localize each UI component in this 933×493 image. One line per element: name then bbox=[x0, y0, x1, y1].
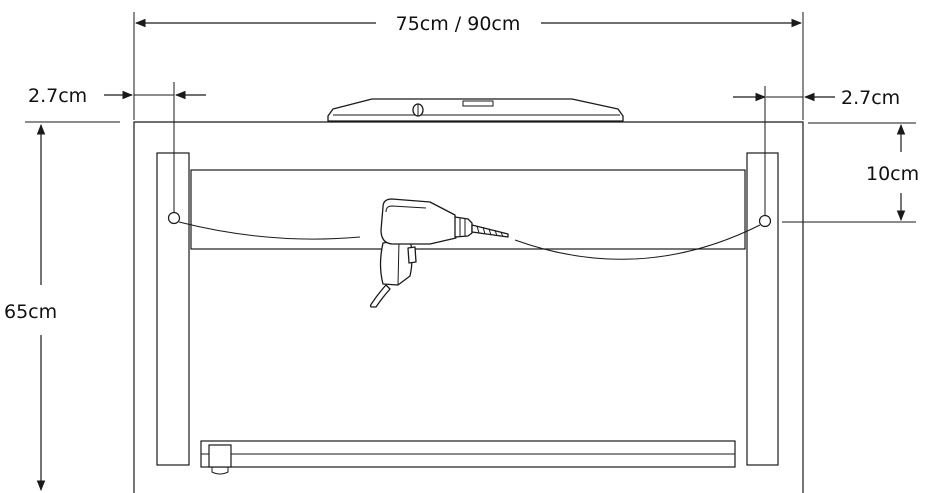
height-dimension: 65cm bbox=[4, 121, 120, 492]
wall-frame bbox=[133, 121, 804, 493]
width-dimension: 75cm / 90cm bbox=[133, 12, 804, 120]
bottom-rail bbox=[200, 440, 736, 475]
wall-outline bbox=[133, 121, 804, 493]
right-screw-hole bbox=[758, 214, 772, 228]
right-curve-guide bbox=[514, 224, 761, 260]
power-drill-icon bbox=[369, 198, 509, 308]
right-bracket bbox=[746, 152, 779, 466]
left-screw-hole bbox=[167, 211, 181, 225]
drop-dimension: 10cm bbox=[782, 122, 919, 223]
height-label: 65cm bbox=[4, 301, 57, 323]
spirit-level-icon bbox=[327, 98, 624, 122]
left-bracket bbox=[156, 152, 190, 466]
drop-label: 10cm bbox=[866, 163, 919, 185]
right-inset-label: 2.7cm bbox=[841, 87, 900, 109]
left-inset-label: 2.7cm bbox=[28, 85, 87, 107]
right-inset-dimension: 2.7cm bbox=[733, 87, 900, 109]
width-label: 75cm / 90cm bbox=[396, 13, 521, 35]
left-inset-dimension: 2.7cm bbox=[28, 85, 206, 107]
left-curve-guide bbox=[178, 221, 361, 240]
